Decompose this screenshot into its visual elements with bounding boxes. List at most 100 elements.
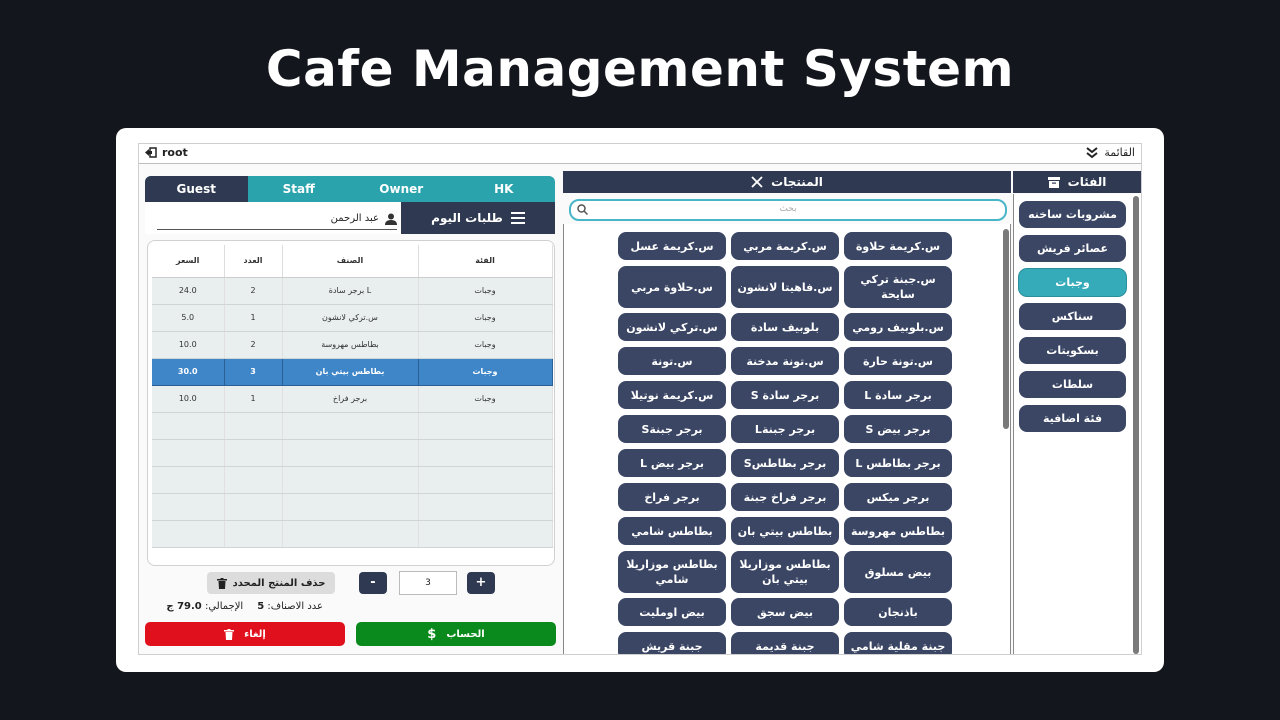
product-button[interactable]: س.تركي لانشون (618, 313, 726, 341)
page-headline: Cafe Management System (265, 40, 1015, 98)
empty-cell (152, 520, 225, 548)
product-button[interactable]: بيض مسلوق (844, 551, 952, 593)
product-button[interactable]: س.كريمة حلاوة (844, 232, 952, 260)
product-button[interactable]: بلوبيف سادة (731, 313, 839, 341)
products-scrollbar[interactable] (1003, 229, 1009, 429)
empty-cell (224, 520, 283, 548)
product-button[interactable]: بطاطس موزاريلا شامي (618, 551, 726, 593)
product-button[interactable]: برجر بيض L (618, 449, 726, 477)
product-button[interactable]: باذنجان (844, 598, 952, 626)
table-row-empty[interactable] (152, 439, 553, 467)
categories-scrollbar[interactable] (1133, 196, 1139, 654)
cell-category: وجبات (418, 358, 553, 386)
product-button[interactable]: بطاطس شامي (618, 517, 726, 545)
tab-owner[interactable]: Owner (379, 182, 424, 196)
product-button[interactable]: برجر بيض S (844, 415, 952, 443)
product-button[interactable]: س.بلوبيف رومي (844, 313, 952, 341)
product-button[interactable]: س.تونة مدخنة (731, 347, 839, 375)
col-header-qty[interactable]: العدد (224, 245, 283, 278)
quantity-input[interactable]: 3 (399, 571, 457, 595)
category-button[interactable]: سناكس (1019, 303, 1126, 330)
product-button[interactable]: جبنة مقلية شامي (844, 632, 952, 654)
empty-cell (418, 439, 553, 467)
archive-box-icon (1047, 176, 1060, 188)
category-button[interactable]: فئة اضافية (1019, 405, 1126, 432)
product-button[interactable]: س.تونة حارة (844, 347, 952, 375)
empty-cell (282, 439, 419, 467)
product-search[interactable]: بحث (569, 199, 1007, 221)
product-button[interactable]: جبنة قريش (618, 632, 726, 654)
col-header-price[interactable]: السعر (152, 245, 225, 278)
cancel-button[interactable]: إلغاء (145, 622, 345, 646)
product-button[interactable]: برجر سادة S (731, 381, 839, 409)
table-row-empty[interactable] (152, 466, 553, 494)
product-button[interactable]: بيض اومليت (618, 598, 726, 626)
item-controls: حذف المنتج المحدد - 3 + (147, 568, 555, 598)
product-button[interactable]: برجر ميكس (844, 483, 952, 511)
main-menu[interactable]: القائمة (1086, 146, 1135, 159)
decrease-qty-button[interactable]: - (359, 572, 387, 594)
delete-selected-button[interactable]: حذف المنتج المحدد (207, 572, 335, 594)
order-table: السعر العدد الصنف الفئة 24.0 2 برجر سادة… (152, 245, 553, 548)
cell-item: برجر سادة L (282, 277, 419, 305)
categories-header: الفئات (1013, 171, 1141, 193)
table-row[interactable]: 10.0 1 برجر فراخ وجبات (152, 385, 553, 413)
table-row[interactable]: 5.0 1 س.تركي لانشون وجبات (152, 304, 553, 332)
item-count: عدد الاصناف: 5 (257, 601, 323, 612)
category-button[interactable]: مشروبات ساخنه (1019, 201, 1126, 228)
product-button[interactable]: برجر سادة L (844, 381, 952, 409)
order-table-container[interactable]: السعر العدد الصنف الفئة 24.0 2 برجر سادة… (147, 240, 555, 566)
logout-user[interactable]: root (145, 146, 188, 159)
role-tabs: Guest Staff Owner HK (145, 176, 555, 202)
tab-guest[interactable]: Guest (145, 176, 248, 202)
todays-orders-label: طلبات اليوم (431, 211, 503, 225)
product-button[interactable]: س.حلاوة مربي (618, 266, 726, 308)
increase-qty-button[interactable]: + (467, 572, 495, 594)
table-row-empty[interactable] (152, 520, 553, 548)
product-button[interactable]: س.فاهيتا لانشون (731, 266, 839, 308)
empty-cell (152, 466, 225, 494)
table-row[interactable]: 10.0 2 بطاطس مهروسة وجبات (152, 331, 553, 359)
col-header-category[interactable]: الفئة (418, 245, 553, 278)
empty-cell (152, 412, 225, 440)
product-button[interactable]: س.كريمة عسل (618, 232, 726, 260)
product-button[interactable]: برجر بطاطسS (731, 449, 839, 477)
category-button[interactable]: بسكويتات (1019, 337, 1126, 364)
table-row-empty[interactable] (152, 412, 553, 440)
product-button[interactable]: بطاطس موزاريلا بيتي بان (731, 551, 839, 593)
table-row-empty[interactable] (152, 493, 553, 521)
category-button[interactable]: سلطات (1019, 371, 1126, 398)
empty-cell (418, 412, 553, 440)
product-button[interactable]: بيض سجق (731, 598, 839, 626)
table-row[interactable]: 24.0 2 برجر سادة L وجبات (152, 277, 553, 305)
logout-icon[interactable] (145, 147, 157, 158)
empty-cell (418, 520, 553, 548)
products-header: المنتجات (563, 171, 1011, 193)
table-row-selected[interactable]: 30.0 3 بطاطس بيتي بان وجبات (152, 358, 553, 386)
category-button[interactable]: عصائر فريش (1019, 235, 1126, 262)
cell-item: بطاطس مهروسة (282, 331, 419, 359)
product-button[interactable]: س.تونة (618, 347, 726, 375)
product-button[interactable]: س.جبنة تركي سايحة (844, 266, 952, 308)
product-button[interactable]: برجر فراخ (618, 483, 726, 511)
product-button[interactable]: بطاطس بيتي بان (731, 517, 839, 545)
cell-category: وجبات (418, 277, 553, 305)
product-button[interactable]: س.كريمة نوتيلا (618, 381, 726, 409)
product-button[interactable]: بطاطس مهروسة (844, 517, 952, 545)
product-button[interactable]: برجر بطاطس L (844, 449, 952, 477)
trash-icon (216, 577, 227, 589)
product-button[interactable]: برجر فراخ جبنة (731, 483, 839, 511)
col-header-item[interactable]: الصنف (282, 245, 419, 278)
product-button[interactable]: جبنة قديمة (731, 632, 839, 654)
product-button[interactable]: برجر جبنةS (618, 415, 726, 443)
checkout-button[interactable]: الحساب $ (356, 622, 556, 646)
product-button[interactable]: س.كريمة مربي (731, 232, 839, 260)
cell-qty: 2 (224, 277, 283, 305)
double-chevron-down-icon[interactable] (1086, 146, 1098, 159)
todays-orders-button[interactable]: طلبات اليوم (401, 202, 555, 234)
product-button[interactable]: برجر جبنةL (731, 415, 839, 443)
tab-hk[interactable]: HK (494, 182, 514, 196)
category-button[interactable]: وجبات (1019, 269, 1126, 296)
tab-staff[interactable]: Staff (282, 182, 315, 196)
